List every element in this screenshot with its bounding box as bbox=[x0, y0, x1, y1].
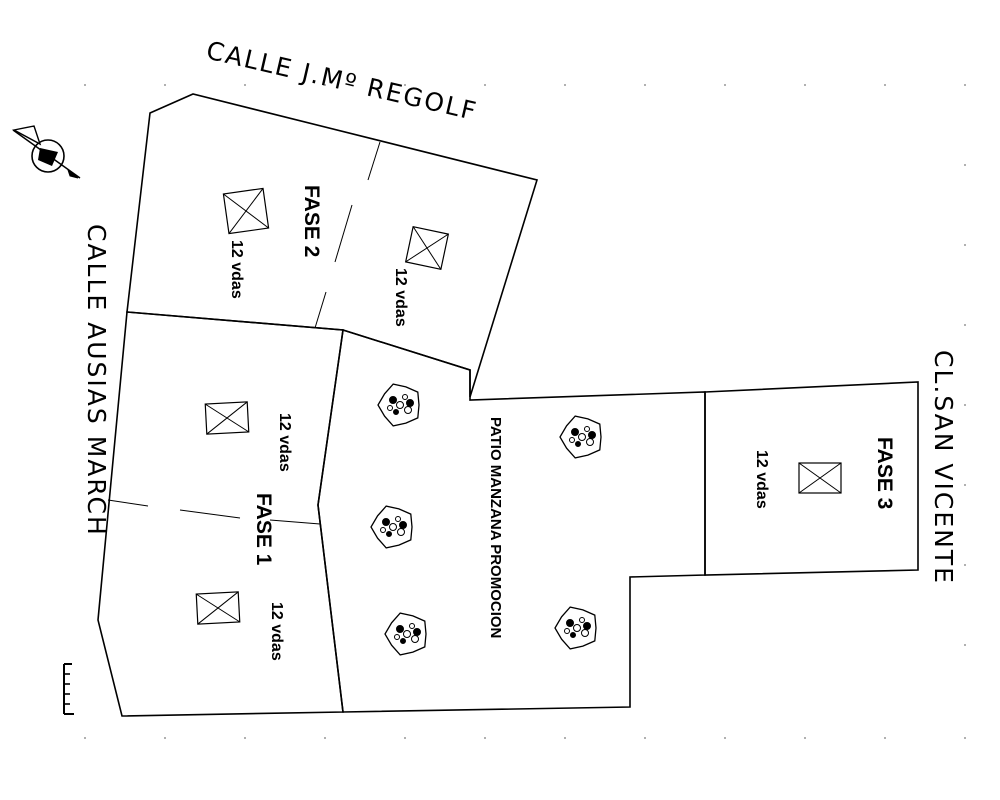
fase-2-units-b: 12 vdas bbox=[392, 268, 409, 327]
tree-symbol-icon bbox=[559, 415, 602, 459]
grid-dots bbox=[84, 84, 966, 739]
grid-dot bbox=[644, 737, 646, 739]
grid-dot bbox=[964, 484, 966, 486]
grid-dot bbox=[324, 737, 326, 739]
core-box bbox=[195, 591, 241, 625]
street-label-east: CL.SAN VICENTE bbox=[929, 350, 958, 585]
tree-symbol-icon bbox=[370, 505, 413, 549]
grid-dot bbox=[164, 84, 166, 86]
grid-dot bbox=[84, 737, 86, 739]
grid-dot bbox=[324, 84, 326, 86]
fase-2-parcel bbox=[126, 93, 539, 398]
grid-dot bbox=[964, 324, 966, 326]
grid-dot bbox=[884, 84, 886, 86]
tree-symbol-icon bbox=[384, 612, 427, 656]
grid-dot bbox=[164, 737, 166, 739]
grid-dot bbox=[964, 564, 966, 566]
compass-north-arrow-icon bbox=[11, 125, 81, 179]
street-label-north: CALLE J.Mº REGOLF bbox=[204, 36, 481, 127]
grid-dot bbox=[964, 737, 966, 739]
grid-dot bbox=[244, 84, 246, 86]
grid-dot bbox=[564, 84, 566, 86]
core-box bbox=[204, 401, 250, 435]
grid-dot bbox=[244, 737, 246, 739]
grid-dot bbox=[484, 737, 486, 739]
core-box bbox=[404, 225, 450, 271]
patio-trees bbox=[370, 383, 602, 656]
fase-2-units-a: 12 vdas bbox=[228, 240, 245, 299]
grid-dot bbox=[484, 84, 486, 86]
core-box bbox=[222, 187, 270, 235]
fase-1-label: FASE 1 bbox=[252, 493, 275, 566]
patio-label: PATIO MANZANA PROMOCION bbox=[487, 417, 504, 638]
grid-dot bbox=[404, 737, 406, 739]
core-box bbox=[798, 462, 842, 494]
fase-2-label: FASE 2 bbox=[300, 185, 323, 257]
grid-dot bbox=[724, 84, 726, 86]
grid-dot bbox=[964, 404, 966, 406]
building-cores bbox=[195, 187, 842, 625]
scale-bar-icon bbox=[63, 663, 74, 715]
tree-symbol-icon bbox=[377, 383, 420, 427]
fase-1-units-a: 12 vdas bbox=[276, 413, 293, 472]
fase-1-units-b: 12 vdas bbox=[268, 602, 285, 661]
fase-3-units-a: 12 vdas bbox=[753, 450, 770, 509]
patio-area bbox=[317, 328, 706, 713]
grid-dot bbox=[644, 84, 646, 86]
grid-dot bbox=[964, 164, 966, 166]
grid-dot bbox=[564, 737, 566, 739]
grid-dot bbox=[804, 737, 806, 739]
fase-1-parcel bbox=[97, 311, 344, 717]
fase-3-label: FASE 3 bbox=[873, 437, 896, 509]
street-label-west: CALLE AUSIAS MARCH bbox=[82, 224, 111, 537]
grid-dot bbox=[964, 644, 966, 646]
grid-dot bbox=[724, 737, 726, 739]
grid-dot bbox=[964, 84, 966, 86]
grid-dot bbox=[404, 84, 406, 86]
grid-dot bbox=[84, 84, 86, 86]
tree-symbol-icon bbox=[554, 606, 597, 650]
grid-dot bbox=[884, 737, 886, 739]
fase-3-parcel bbox=[704, 381, 919, 576]
grid-dot bbox=[964, 244, 966, 246]
grid-dot bbox=[804, 84, 806, 86]
